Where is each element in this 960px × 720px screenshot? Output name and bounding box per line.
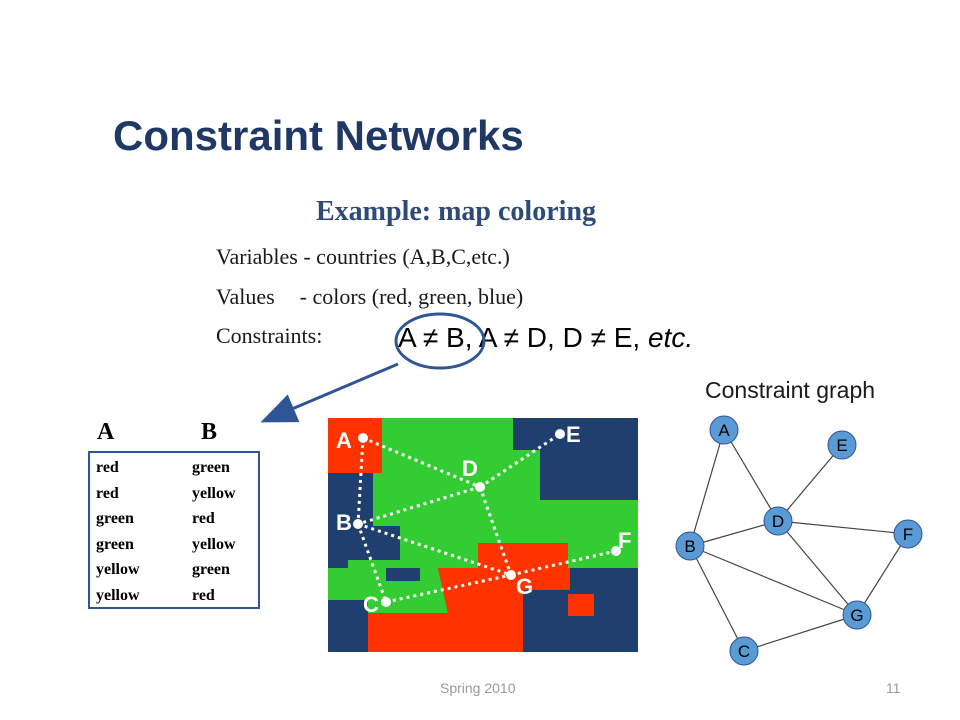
map-region-red [568, 594, 594, 616]
values-label: Values [216, 284, 275, 309]
table-header: A B [97, 419, 217, 446]
graph-node [842, 600, 872, 630]
map-label-f: F [618, 528, 631, 553]
graph-node-label-g: G [850, 606, 863, 625]
edge-g-f [856, 533, 909, 616]
edge-c-g [743, 614, 858, 652]
footer-date: Spring 2010 [440, 680, 516, 696]
edge-b-g [689, 545, 858, 616]
edge-d-b [689, 520, 779, 547]
table-cell: yellow [192, 535, 236, 553]
table-cell: green [96, 535, 134, 553]
map-region-red [368, 543, 570, 652]
slide-title: Constraint Networks [113, 112, 524, 159]
table-col-a: red red green green yellow yellow [96, 455, 140, 608]
table-cell: red [96, 484, 119, 502]
colored-map: A B C D E F G [328, 418, 638, 652]
graph-node-label-c: C [738, 642, 750, 661]
map-region-blue [328, 473, 400, 560]
graph-node [763, 506, 793, 536]
map-label-d: D [462, 456, 478, 481]
edge-d-f [777, 520, 909, 535]
pointer-arrow [260, 362, 399, 423]
map-region-blue [386, 568, 420, 581]
constraints-label: Constraints: [216, 323, 323, 348]
graph-caption: Constraint graph [705, 377, 876, 403]
variables-label: Variables [216, 244, 298, 269]
map-label-g: G [516, 574, 533, 599]
table-col-b: green yellow red yellow green red [192, 455, 236, 608]
map-region-blue [513, 418, 558, 450]
formula-a-neq-d: A ≠ D, [478, 322, 555, 353]
table-header-b: B [201, 419, 218, 445]
allowed-pairs-table [88, 451, 260, 609]
graph-node-label-e: E [836, 436, 847, 455]
slide-subtitle: Example: map coloring [316, 196, 596, 227]
map-region-red [328, 418, 382, 473]
graph-node [675, 531, 705, 561]
graph-node [729, 636, 759, 666]
formula-highlight-ellipse [394, 312, 486, 370]
table-cell: green [96, 510, 134, 527]
edge-b-c [689, 545, 745, 652]
graph-node [893, 519, 923, 549]
variables-line: Variables - countries (A,B,C,etc.) [216, 244, 510, 270]
map-region-green [373, 418, 638, 568]
formula-a-neq-b: A ≠ B, [398, 322, 473, 353]
table-cell: yellow [96, 561, 140, 578]
variables-text: - countries (A,B,C,etc.) [303, 244, 510, 269]
table-cell: red [192, 586, 215, 604]
table-cell: green [192, 459, 230, 476]
map-label-e: E [566, 422, 581, 447]
table-cell: red [96, 459, 119, 476]
edge-d-e [777, 444, 843, 522]
constraint-formula: A ≠ B, A ≠ D, D ≠ E, etc. [398, 322, 693, 354]
constraint-graph: A E D F B G C [675, 415, 923, 666]
map-region-green [420, 438, 432, 458]
graph-node-label-a: A [718, 421, 730, 440]
table-cell: green [192, 561, 230, 578]
table-cell: red [192, 510, 215, 527]
graph-node-label-f: F [903, 525, 913, 544]
values-text: - colors (red, green, blue) [299, 284, 524, 309]
map-label-c: C [363, 592, 379, 617]
edge-a-b [689, 429, 725, 547]
graph-node-label-d: D [772, 512, 784, 531]
page-number: 11 [886, 680, 901, 696]
edge-d-g [777, 520, 858, 616]
map-label-b: B [336, 510, 352, 535]
edge-a-d [723, 429, 779, 522]
table-cell: yellow [192, 484, 236, 502]
graph-node [827, 430, 857, 460]
formula-etc: etc. [647, 322, 694, 353]
graph-node [709, 415, 739, 445]
table-cell: yellow [96, 586, 140, 604]
formula-d-neq-e: D ≠ E, [562, 322, 641, 353]
table-header-a: A [97, 419, 114, 445]
values-line: Values - colors (red, green, blue) [216, 284, 523, 310]
graph-node-label-b: B [684, 537, 695, 556]
map-label-a: A [336, 428, 352, 453]
